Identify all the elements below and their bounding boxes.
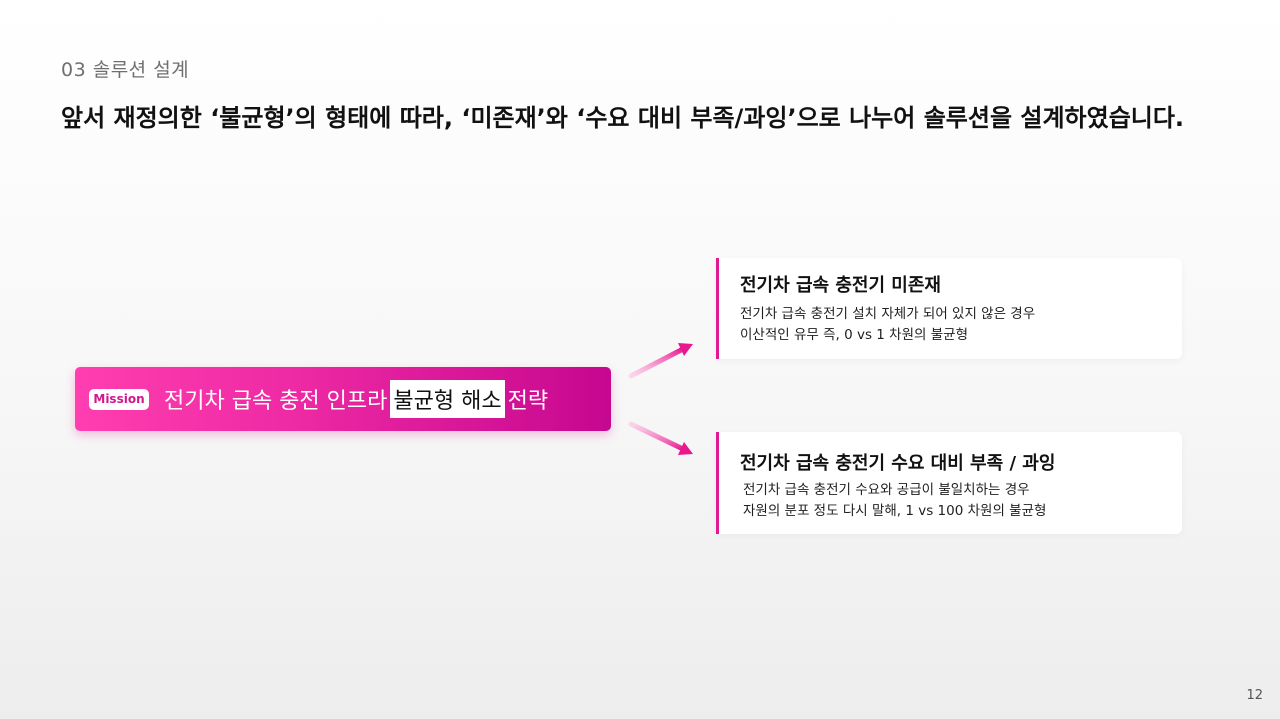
card-line: 자원의 분포 정도 다시 말해, 1 vs 100 차원의 불균형 [743, 503, 1047, 519]
mission-highlight: 불균형 해소 [390, 380, 505, 418]
card-description: 전기차 급속 충전기 수요와 공급이 불일치하는 경우 자원의 분포 정도 다시… [743, 480, 1046, 522]
arrow-up-icon [628, 343, 693, 379]
mission-text-after: 전략 [507, 389, 549, 414]
card-title: 전기차 급속 충전기 수요 대비 부족 / 과잉 [740, 453, 1056, 474]
arrow-down-icon [628, 421, 693, 455]
mission-statement: 전기차 급속 충전 인프라 불균형 해소 전략 [164, 380, 548, 418]
mission-text-before: 전기차 급속 충전 인프라 [164, 389, 388, 414]
card-description: 전기차 급속 충전기 설치 자체가 되어 있지 않은 경우 이산적인 유무 즉,… [740, 304, 1035, 346]
card-nonexistence: 전기차 급속 충전기 미존재 전기차 급속 충전기 설치 자체가 되어 있지 않… [716, 258, 1182, 359]
card-supply-demand-mismatch: 전기차 급속 충전기 수요 대비 부족 / 과잉 전기차 급속 충전기 수요와 … [716, 432, 1182, 534]
page-headline: 앞서 재정의한 ‘불균형’의 형태에 따라, ‘미존재’와 ‘수요 대비 부족/… [61, 104, 1185, 132]
card-line: 전기차 급속 충전기 설치 자체가 되어 있지 않은 경우 [740, 306, 1036, 322]
card-line: 이산적인 유무 즉, 0 vs 1 차원의 불균형 [740, 327, 968, 343]
card-line: 전기차 급속 충전기 수요와 공급이 불일치하는 경우 [743, 482, 1030, 498]
section-label: 03 솔루션 설계 [61, 59, 190, 81]
page-number: 12 [1246, 688, 1263, 703]
branch-arrows [628, 343, 693, 455]
mission-bar: Mission 전기차 급속 충전 인프라 불균형 해소 전략 [75, 367, 611, 431]
card-title: 전기차 급속 충전기 미존재 [740, 275, 941, 296]
mission-badge: Mission [89, 388, 149, 410]
